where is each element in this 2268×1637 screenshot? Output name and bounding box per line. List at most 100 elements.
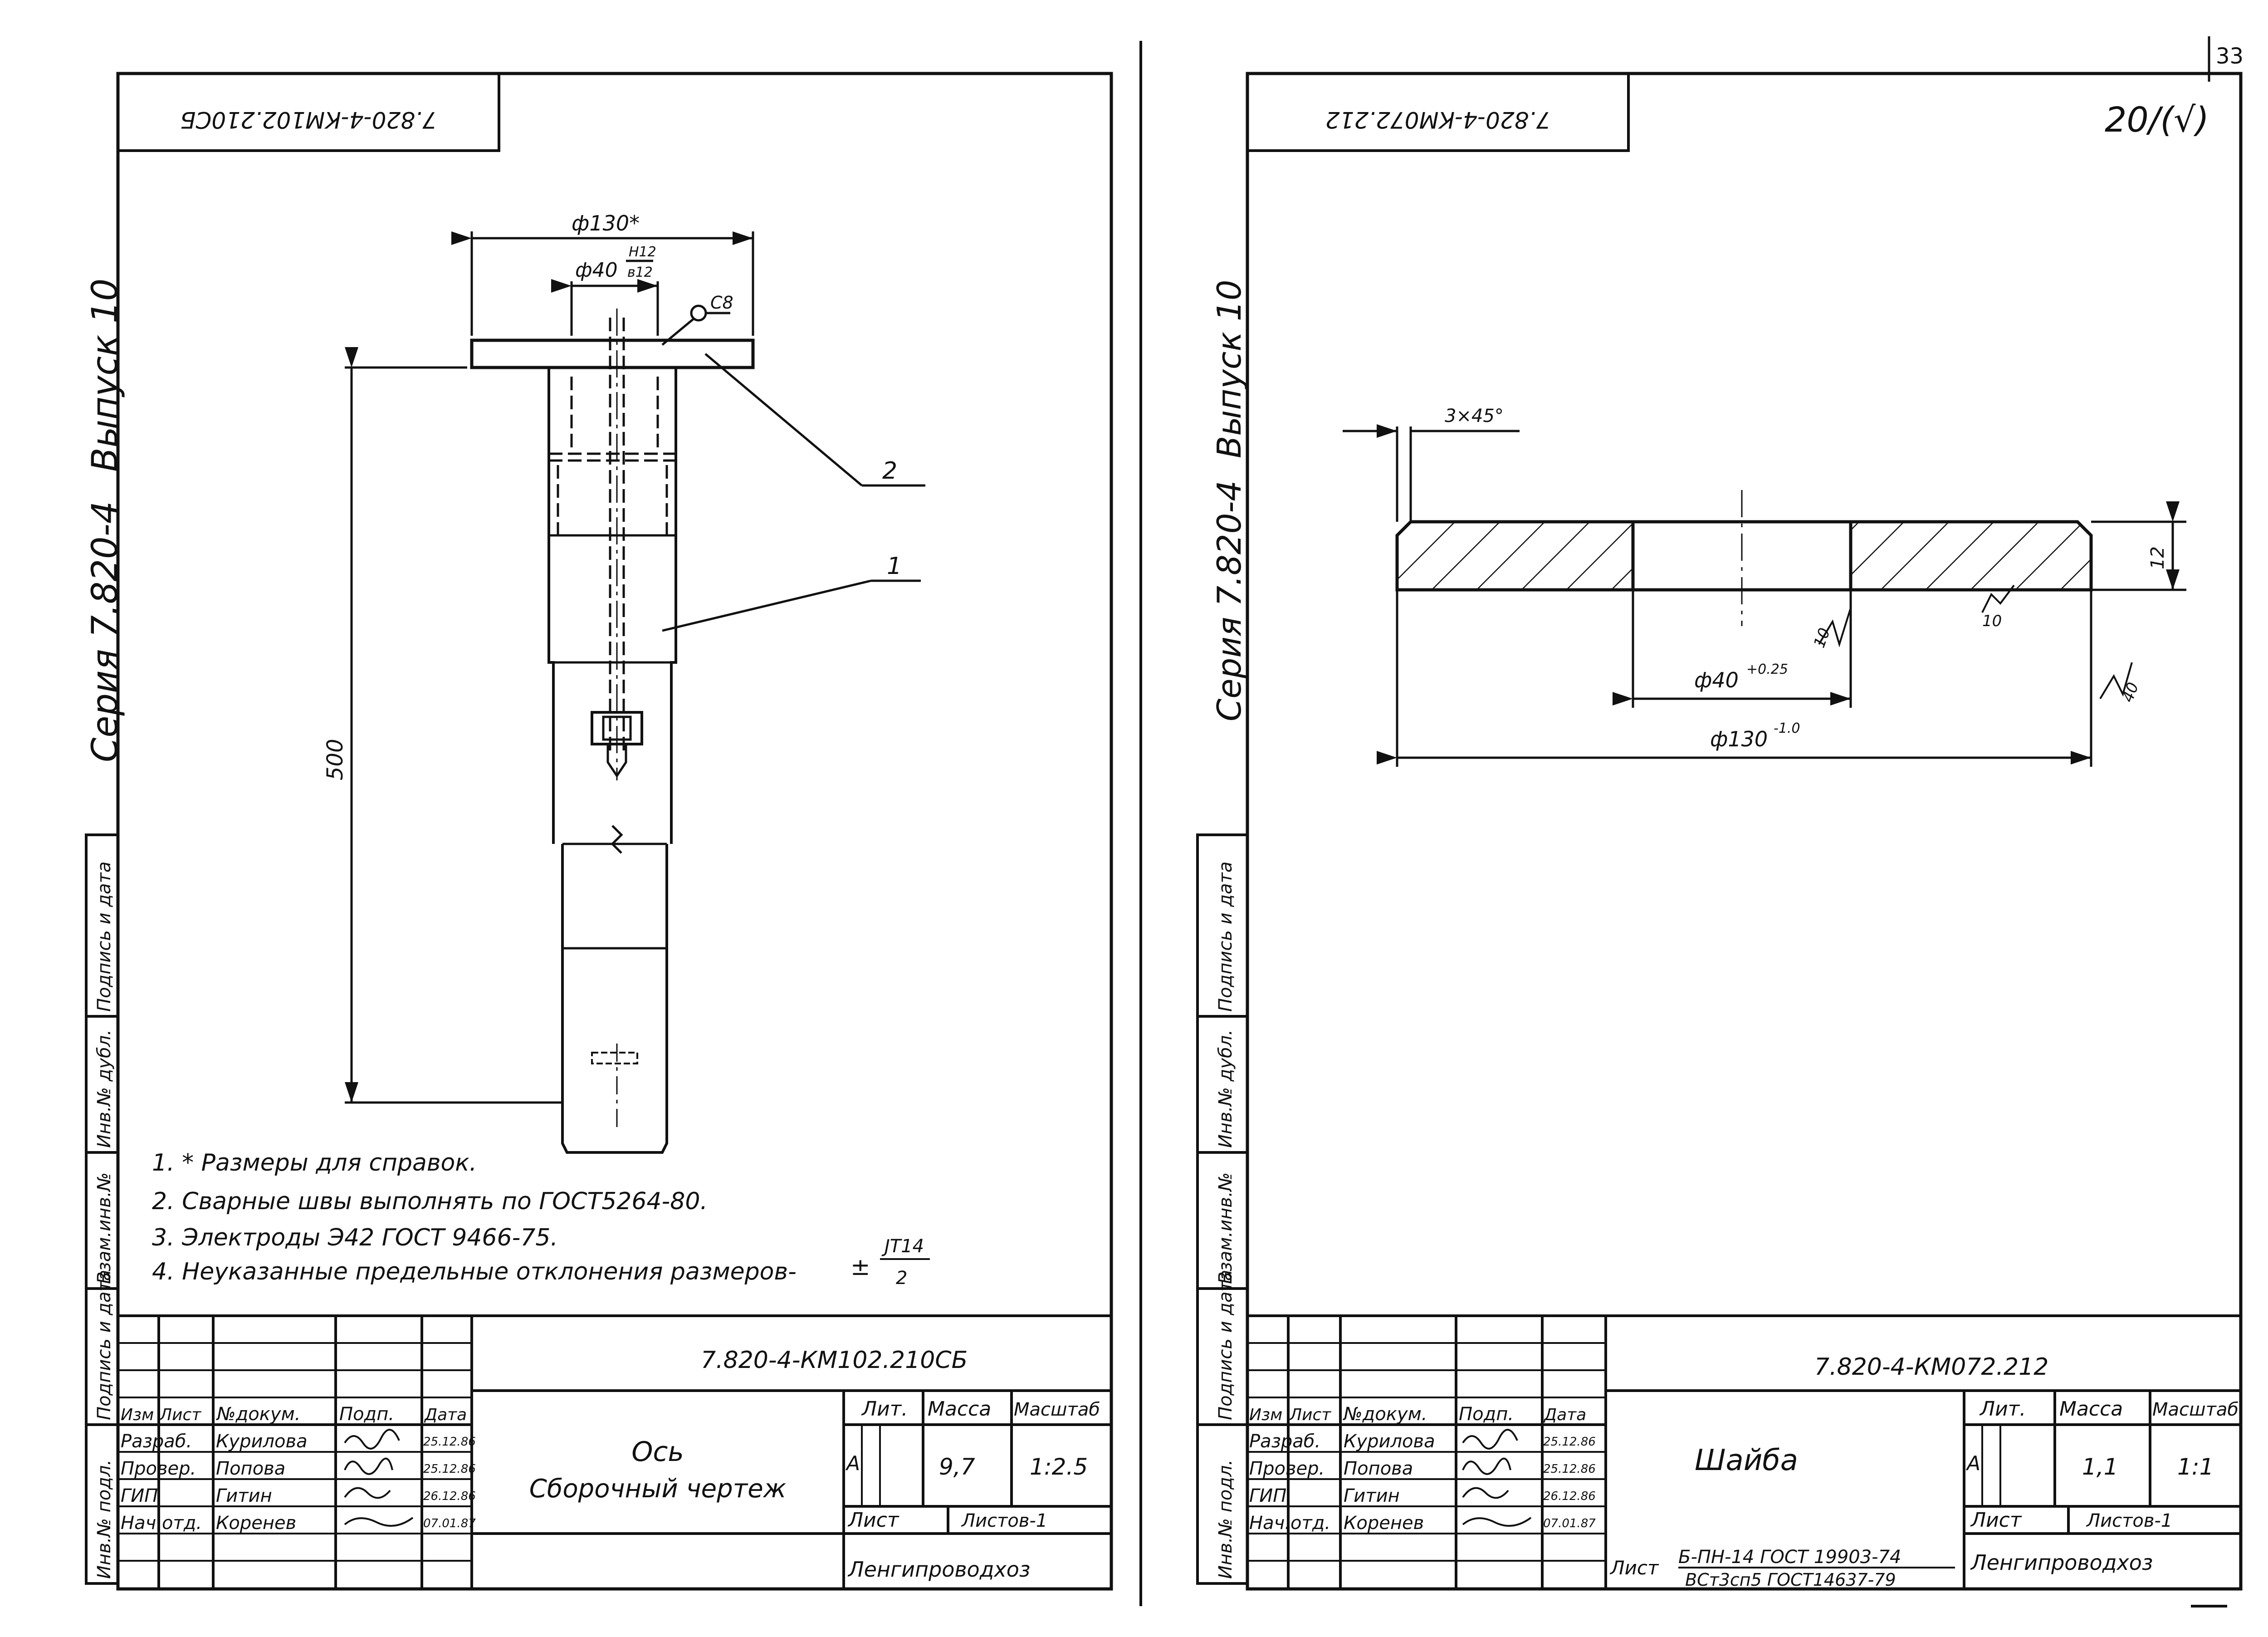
axle-outer-dia: ф130*	[572, 211, 640, 235]
svg-text:Лист: Лист	[159, 1406, 201, 1424]
svg-text:Изм: Изм	[121, 1406, 154, 1424]
note-4: 4. Неуказанные предельные отклонения раз…	[152, 1258, 797, 1285]
axle-weld: С8	[710, 293, 733, 313]
svg-text:7.820-4-КМ072.212: 7.820-4-КМ072.212	[1325, 107, 1550, 133]
washer-inner-dia: ф40	[1694, 668, 1739, 692]
svg-text:Лист: Лист	[1289, 1406, 1331, 1424]
note-2: 2. Сварные швы выполнять по ГОСТ5264-80.	[152, 1188, 708, 1215]
right-corner-code: 7.820-4-КМ072.212	[1246, 72, 1630, 152]
tolerance-num: JT14	[881, 1236, 924, 1257]
svg-text:Масса: Масса	[928, 1397, 991, 1421]
material-prefix: Лист	[1609, 1557, 1659, 1579]
tolerance-sign: ±	[850, 1254, 870, 1281]
svg-text:ГИП: ГИП	[121, 1485, 158, 1506]
callout-1: 1	[887, 553, 902, 580]
svg-text:Лит.: Лит.	[861, 1397, 908, 1421]
svg-text:Гитин: Гитин	[1344, 1485, 1400, 1506]
svg-text:Изм: Изм	[1249, 1406, 1282, 1424]
left-notes: 1. * Размеры для справок. 2. Сварные швы…	[152, 1149, 930, 1289]
svg-text:Нач.отд.: Нач.отд.	[121, 1513, 202, 1534]
svg-text:Подп.: Подп.	[339, 1404, 394, 1425]
left-stamp-cell-5: Подпись и дата	[94, 862, 115, 1012]
svg-text:25.12.86: 25.12.86	[1543, 1462, 1596, 1476]
left-stamp-cell-2: Подпись и дата	[94, 1270, 115, 1420]
washer-outer-dia: ф130	[1710, 727, 1768, 751]
axle-tol-top: H12	[629, 244, 656, 260]
svg-text:Взам.инв.№: Взам.инв.№	[1215, 1172, 1236, 1284]
svg-text:25.12.86: 25.12.86	[423, 1435, 476, 1449]
svg-text:1,1: 1,1	[2082, 1454, 2118, 1480]
svg-text:Разраб.: Разраб.	[121, 1431, 192, 1452]
svg-text:Инв.№ подл.: Инв.№ подл.	[1215, 1460, 1236, 1579]
svg-text:А: А	[1965, 1452, 1980, 1475]
svg-text:Провер.: Провер.	[1249, 1458, 1325, 1479]
svg-text:Масштаб: Масштаб	[1014, 1399, 1100, 1420]
right-series-number: Серия 7.820-4	[1210, 480, 1248, 721]
svg-text:26.12.86: 26.12.86	[423, 1490, 476, 1503]
svg-text:Масштаб: Масштаб	[2152, 1399, 2239, 1420]
svg-text:Коренев: Коренев	[216, 1513, 296, 1534]
left-title-1: Ось	[631, 1436, 684, 1468]
left-stamp-cell-3: Взам.инв.№	[94, 1172, 115, 1284]
axle-tol-bottom: в12	[627, 265, 653, 280]
washer-thickness: 12	[2147, 546, 2168, 569]
right-frame	[1246, 72, 2243, 1591]
svg-text:Лист: Лист	[1970, 1509, 2022, 1532]
roughness-symbol: 20/(√)	[2105, 99, 2209, 140]
washer-rough-a: 10	[1982, 612, 2002, 630]
washer-outer-tol: -1.0	[1774, 720, 1800, 736]
left-corner-code: 7.820-4-КМ102.210СБ	[117, 72, 500, 152]
left-title-2: Сборочный чертеж	[529, 1474, 786, 1504]
left-side-stamp: Инв.№ подл. Подпись и дата Взам.инв.№ Ин…	[85, 833, 119, 1585]
svg-text:А: А	[845, 1452, 860, 1475]
page-number: 33	[2216, 44, 2244, 69]
axle-drawing: ф130* ф40 H12 в12 С8	[323, 211, 925, 1154]
svg-text:Нач.отд.: Нач.отд.	[1249, 1513, 1330, 1534]
svg-text:Дата: Дата	[1543, 1406, 1586, 1424]
svg-text:25.12.86: 25.12.86	[1543, 1435, 1596, 1449]
svg-text:Подп.: Подп.	[1459, 1404, 1514, 1425]
washer-chamfer: 3×45°	[1445, 406, 1504, 426]
svg-text:Лист: Лист	[847, 1509, 899, 1532]
svg-text:№докум.: №докум.	[1343, 1404, 1427, 1425]
svg-text:Дата: Дата	[424, 1406, 467, 1424]
note-1: 1. * Размеры для справок.	[152, 1149, 477, 1176]
right-title: Шайба	[1695, 1444, 1798, 1477]
svg-text:Подпись и дата: Подпись и дата	[1215, 862, 1236, 1012]
svg-text:1:1: 1:1	[2177, 1454, 2214, 1480]
svg-text:Инв.№ дубл.: Инв.№ дубл.	[1215, 1029, 1236, 1148]
note-3: 3. Электроды Э42 ГОСТ 9466-75.	[152, 1224, 558, 1251]
material-bottom: ВСт3сп5 ГОСТ14637-79	[1685, 1570, 1896, 1590]
svg-text:9,7: 9,7	[939, 1454, 975, 1480]
axle-height: 500	[323, 739, 348, 780]
svg-text:25.12.86: 25.12.86	[423, 1462, 476, 1476]
right-title-block: 7.820-4-КМ072.212 Изм Лист №докум. Подп.…	[1246, 1314, 2242, 1590]
svg-text:26.12.86: 26.12.86	[1543, 1490, 1596, 1503]
right-series-issue: Выпуск 10	[1210, 279, 1248, 458]
tolerance-den: 2	[896, 1268, 907, 1289]
svg-text:Масса: Масса	[2059, 1397, 2123, 1421]
svg-text:Курилова: Курилова	[216, 1431, 308, 1452]
svg-text:Гитин: Гитин	[216, 1485, 272, 1506]
svg-text:7.820-4-КМ102.210СБ: 7.820-4-КМ102.210СБ	[180, 107, 437, 133]
washer-rough-b: 10	[1810, 626, 1834, 650]
svg-text:1:2.5: 1:2.5	[1030, 1454, 1088, 1480]
washer-inner-tol: +0.25	[1746, 662, 1788, 677]
washer-rough-c: 40	[2119, 680, 2142, 705]
left-stamp-cell-1: Инв.№ подл.	[94, 1460, 115, 1579]
left-stamp-cell-4: Инв.№ дубл.	[94, 1029, 115, 1148]
axle-inner-dia: ф40	[575, 259, 618, 282]
svg-text:Листов-1: Листов-1	[2086, 1510, 2172, 1531]
svg-text:Попова: Попова	[1344, 1458, 1413, 1479]
svg-text:ГИП: ГИП	[1249, 1485, 1286, 1506]
svg-text:Разраб.: Разраб.	[1249, 1431, 1320, 1452]
svg-text:Лит.: Лит.	[1979, 1397, 2026, 1421]
svg-text:07.01.87: 07.01.87	[1543, 1517, 1596, 1530]
right-org: Ленгипроводхоз	[1970, 1550, 2153, 1575]
material-top: Б-ПН-14 ГОСТ 19903-74	[1678, 1547, 1901, 1568]
left-doc-code: 7.820-4-КМ102.210СБ	[701, 1347, 968, 1374]
left-org: Ленгипроводхоз	[847, 1557, 1030, 1582]
svg-text:07.01.87: 07.01.87	[423, 1517, 476, 1530]
svg-text:Подпись и дата: Подпись и дата	[1215, 1270, 1236, 1420]
